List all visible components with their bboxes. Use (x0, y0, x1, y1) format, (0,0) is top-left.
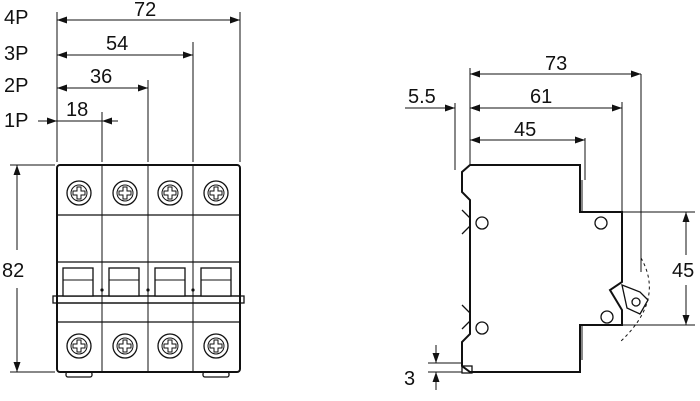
dimension-label-5-5: 5.5 (408, 86, 436, 108)
dimension-label-82: 82 (2, 260, 24, 282)
front-extension-lines (56, 12, 241, 162)
dimension-label-72: 72 (134, 0, 156, 21)
dimension-label-45-depth: 45 (514, 119, 536, 141)
dimension-height: 82 (2, 164, 55, 373)
row-label-3p: 3P (4, 43, 28, 65)
dimension-45-depth: 45 (470, 119, 585, 144)
dimension-label-45-height: 45 (672, 260, 694, 282)
breaker-front-body (52, 164, 245, 378)
dimension-label-61: 61 (530, 86, 552, 108)
dimension-45-height: 45 (622, 211, 695, 326)
dimension-label-18: 18 (66, 99, 88, 121)
dimension-label-54: 54 (106, 33, 128, 55)
row-label-1p: 1P (4, 110, 28, 132)
dimension-3: 3 (404, 345, 462, 390)
dimension-3p: 3P 54 (4, 33, 193, 65)
breaker-side-body (461, 164, 650, 374)
toggle-handles (62, 267, 232, 297)
dimension-1p: 1P 18 (4, 99, 118, 132)
side-extension-lines (454, 68, 642, 272)
side-view: 73 61 45 5.5 (404, 53, 695, 390)
dimension-label-36: 36 (90, 66, 112, 88)
dimension-label-73: 73 (545, 53, 567, 75)
dimension-73: 73 (470, 53, 641, 78)
row-label-4p: 4P (4, 7, 28, 29)
dimension-61: 61 (470, 86, 622, 112)
front-view: 4P 72 3P 54 2P 36 1P 18 (2, 0, 245, 378)
dimension-label-3: 3 (404, 368, 415, 390)
dimension-4p: 4P 72 (4, 0, 240, 29)
dimension-2p: 2P 36 (4, 66, 148, 97)
dimension-5-5: 5.5 (405, 86, 480, 112)
row-label-2p: 2P (4, 75, 28, 97)
